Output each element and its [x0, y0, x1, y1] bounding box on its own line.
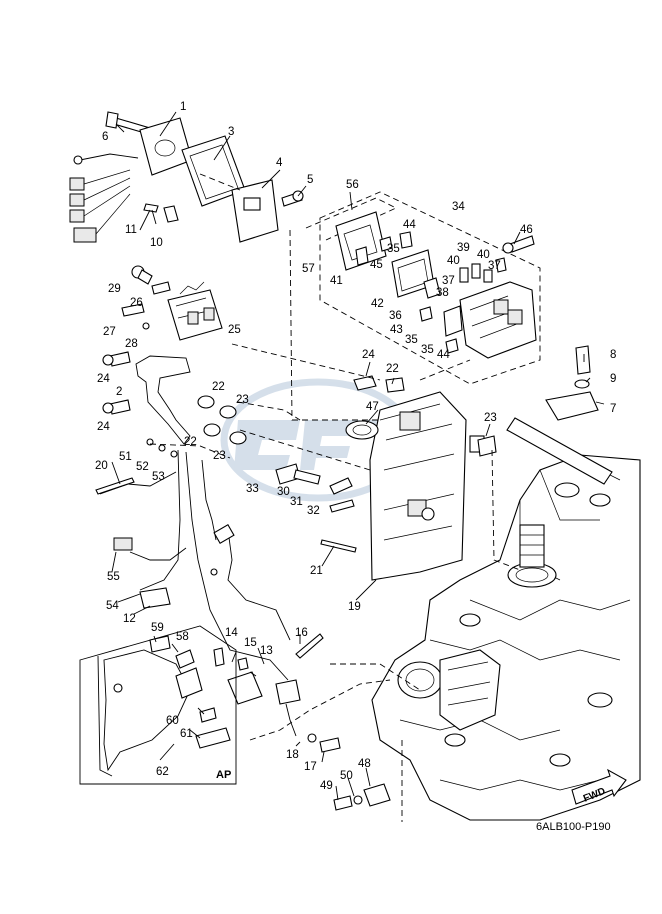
callout-22a: 22 [386, 363, 399, 375]
callout-50: 50 [340, 770, 353, 782]
callout-49: 49 [320, 780, 333, 792]
engine-block [371, 417, 641, 821]
callout-56: 56 [346, 179, 359, 191]
callout-30: 30 [277, 486, 290, 498]
callout-21: 21 [310, 565, 323, 577]
callout-41: 41 [330, 275, 343, 287]
callout-22b: 22 [212, 381, 225, 393]
callout-26: 26 [130, 297, 143, 309]
callout-23b: 23 [484, 412, 497, 424]
callout-59: 59 [151, 622, 164, 634]
callout-13: 13 [260, 645, 273, 657]
callout-58: 58 [176, 631, 189, 643]
callout-54: 54 [106, 600, 119, 612]
callout-22c: 22 [184, 436, 197, 448]
callout-61: 61 [180, 728, 193, 740]
callout-52: 52 [136, 461, 149, 473]
callout-28: 28 [125, 338, 138, 350]
ignition-module [275, 375, 485, 581]
callout-29: 29 [108, 283, 121, 295]
callout-43: 43 [390, 324, 403, 336]
callout-42: 42 [371, 298, 384, 310]
callout-numbers: 1 3 6 4 5 56 34 11 10 44 46 35 39 40 40 … [95, 101, 616, 792]
ap-label: AP [216, 769, 231, 781]
callout-40b: 40 [477, 249, 490, 261]
callout-44a: 44 [403, 219, 416, 231]
callout-51: 51 [119, 451, 132, 463]
callout-16: 16 [295, 627, 308, 639]
callout-35c: 35 [421, 344, 434, 356]
callout-25: 25 [228, 324, 241, 336]
callout-8: 8 [610, 349, 616, 361]
callout-48: 48 [358, 758, 371, 770]
callout-17: 17 [304, 761, 317, 773]
callout-18: 18 [286, 749, 299, 761]
main-harness [95, 438, 357, 681]
callout-37b: 37 [442, 275, 455, 287]
callout-4: 4 [276, 157, 283, 169]
callout-62: 62 [156, 766, 169, 778]
callout-1: 1 [180, 101, 186, 113]
ap-option-box [79, 625, 237, 785]
callout-24c: 24 [97, 421, 110, 433]
harness-group-left [102, 351, 247, 445]
lower-harness-group [213, 633, 421, 822]
callout-24b: 24 [97, 373, 110, 385]
bracket-group-right [477, 345, 599, 457]
callout-35b: 35 [405, 334, 418, 346]
callout-33: 33 [246, 483, 259, 495]
reference-code: 6ALB100-P190 [536, 821, 611, 833]
throttle-body [397, 649, 501, 731]
callout-36: 36 [389, 310, 402, 322]
callout-39: 39 [457, 242, 470, 254]
callout-35a: 35 [387, 243, 400, 255]
callout-23c: 23 [213, 450, 226, 462]
callout-37a: 37 [488, 260, 501, 272]
callout-31: 31 [290, 496, 303, 508]
callout-15: 15 [244, 637, 257, 649]
callout-23a: 23 [236, 394, 249, 406]
callout-38: 38 [436, 287, 449, 299]
callout-45: 45 [370, 259, 383, 271]
callout-55: 55 [107, 571, 120, 583]
callout-46: 46 [520, 224, 533, 236]
callout-9: 9 [610, 373, 616, 385]
callout-7: 7 [610, 403, 616, 415]
callout-10: 10 [150, 237, 163, 249]
callout-47: 47 [366, 401, 379, 413]
callout-6: 6 [102, 131, 108, 143]
callout-57: 57 [302, 263, 315, 275]
callout-32: 32 [307, 505, 320, 517]
callout-34: 34 [452, 201, 465, 213]
callout-20: 20 [95, 460, 108, 472]
callout-11: 11 [125, 224, 137, 236]
callout-24a: 24 [362, 349, 375, 361]
ignition-coil-group [121, 265, 223, 341]
fuse-box-group [305, 191, 541, 385]
callout-44b: 44 [437, 349, 450, 361]
callout-60: 60 [166, 715, 179, 727]
callout-53: 53 [152, 471, 165, 483]
callout-12: 12 [123, 613, 136, 625]
callout-14: 14 [225, 627, 238, 639]
leader-lines [111, 111, 605, 801]
callout-40a: 40 [447, 255, 460, 267]
callout-5: 5 [307, 174, 313, 186]
callout-19: 19 [348, 601, 361, 613]
callout-27: 27 [103, 326, 116, 338]
callout-2: 2 [116, 386, 122, 398]
callout-3: 3 [228, 126, 234, 138]
